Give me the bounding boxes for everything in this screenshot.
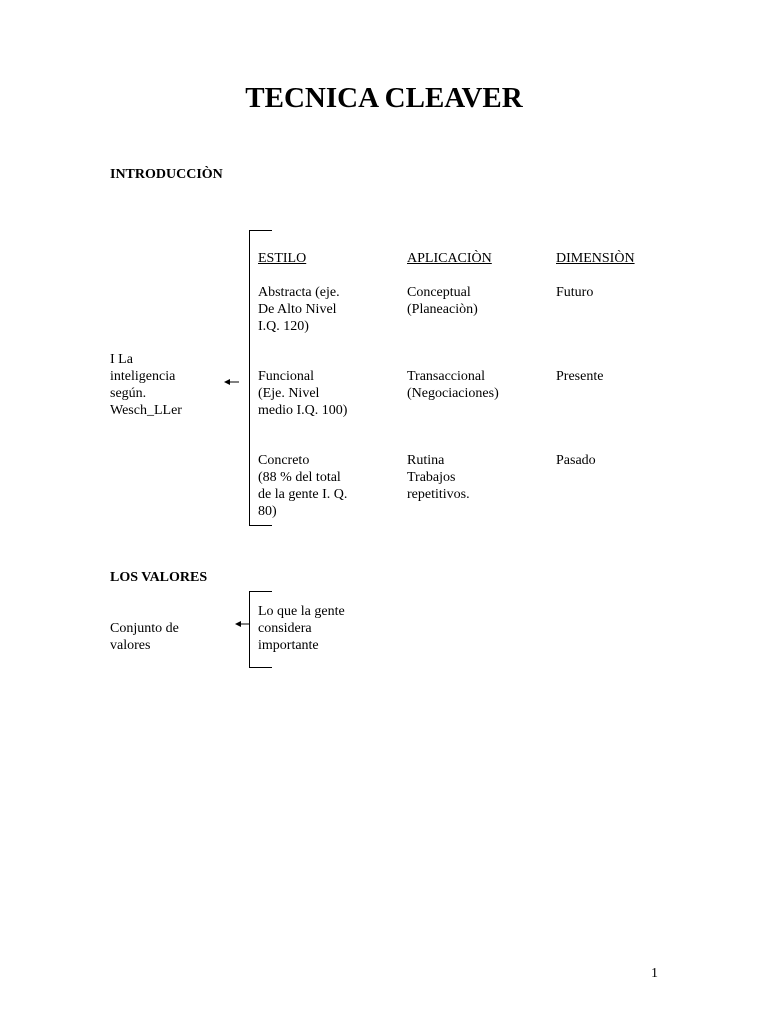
cell-line: De Alto Nivel: [258, 302, 337, 317]
intro-left-label-line: inteligencia: [110, 369, 176, 384]
column-header-aplicacion: APLICACIÒN: [407, 251, 492, 266]
cell-line: (Negociaciones): [407, 386, 499, 401]
cell-line: Futuro: [556, 285, 594, 300]
intro-left-label-line: I La: [110, 352, 133, 367]
valores-right-text: Lo que la gente considera importante: [258, 603, 345, 654]
page-title: TECNICA CLEAVER: [245, 82, 523, 114]
left-arrow-icon: [235, 621, 250, 627]
table-cell-dimension: Pasado: [556, 452, 596, 469]
column-header-dimension: DIMENSIÒN: [556, 251, 635, 266]
cell-line: Transaccional: [407, 369, 486, 384]
table-cell-dimension: Futuro: [556, 284, 593, 301]
cell-line: 80): [258, 504, 277, 519]
section-heading-los-valores: LOS VALORES: [110, 570, 208, 585]
valores-right-text-line: importante: [258, 638, 319, 653]
bracket-top-line: [249, 230, 272, 231]
table-cell-estilo: Funcional (Eje. Nivel medio I.Q. 100): [258, 368, 347, 419]
intro-left-label-line: Wesch_LLer: [110, 403, 182, 418]
table-cell-dimension: Presente: [556, 368, 603, 385]
cell-line: medio I.Q. 100): [258, 403, 348, 418]
cell-line: Rutina: [407, 453, 445, 468]
intro-left-label: I La inteligencia según. Wesch_LLer: [110, 351, 182, 419]
cell-line: Trabajos: [407, 470, 456, 485]
cell-line: repetitivos.: [407, 487, 470, 502]
bracket-bottom-line: [249, 525, 272, 526]
cell-line: Presente: [556, 369, 604, 384]
cell-line: Conceptual: [407, 285, 471, 300]
bracket-top-line: [249, 591, 272, 592]
cell-line: Concreto: [258, 453, 310, 468]
page-number: 1: [651, 966, 658, 981]
cell-line: (Planeaciòn): [407, 302, 478, 317]
valores-left-label-line: valores: [110, 638, 151, 653]
cell-line: (Eje. Nivel: [258, 386, 320, 401]
cell-line: de la gente I. Q.: [258, 487, 348, 502]
left-arrow-icon: [224, 379, 239, 385]
table-cell-estilo: Abstracta (eje. De Alto Nivel I.Q. 120): [258, 284, 340, 335]
cell-line: Funcional: [258, 369, 314, 384]
cell-line: I.Q. 120): [258, 319, 309, 334]
valores-right-text-line: Lo que la gente: [258, 604, 345, 619]
valores-right-text-line: considera: [258, 621, 312, 636]
cell-line: Pasado: [556, 453, 596, 468]
valores-left-label-line: Conjunto de: [110, 621, 179, 636]
valores-left-label: Conjunto de valores: [110, 620, 179, 654]
table-cell-aplicacion: Transaccional (Negociaciones): [407, 368, 499, 402]
table-cell-estilo: Concreto (88 % del total de la gente I. …: [258, 452, 347, 520]
bracket-vertical-line: [249, 591, 250, 668]
column-header-estilo: ESTILO: [258, 251, 307, 266]
section-heading-introduccion: INTRODUCCIÒN: [110, 167, 223, 182]
cell-line: (88 % del total: [258, 470, 341, 485]
cell-line: Abstracta (eje.: [258, 285, 340, 300]
intro-left-label-line: según.: [110, 386, 147, 401]
bracket-bottom-line: [249, 667, 272, 668]
table-cell-aplicacion: Conceptual (Planeaciòn): [407, 284, 478, 318]
table-cell-aplicacion: Rutina Trabajos repetitivos.: [407, 452, 470, 503]
bracket-vertical-line: [249, 230, 250, 526]
